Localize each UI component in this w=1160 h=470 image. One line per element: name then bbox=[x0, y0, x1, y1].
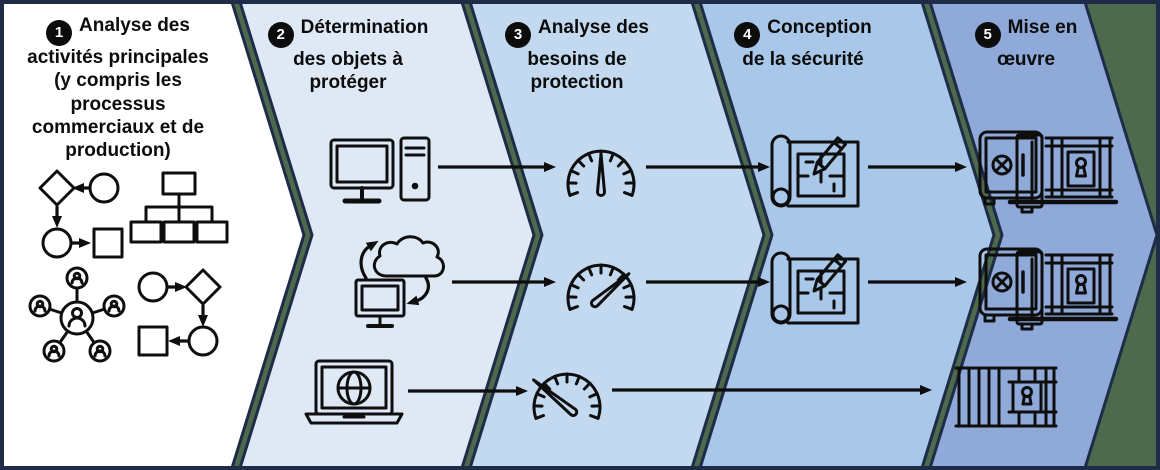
flow-arrows bbox=[408, 162, 967, 396]
step-4-number-badge: 4 bbox=[734, 22, 761, 49]
step-5-title: Mise en œuvre bbox=[996, 17, 1078, 71]
org-chart-icon bbox=[129, 171, 229, 244]
step-2-title: Détermination des objets à protéger bbox=[293, 17, 429, 94]
step-2-number-badge: 2 bbox=[267, 22, 294, 49]
cloud-sync-icon bbox=[354, 235, 445, 328]
gauge-high-icon bbox=[566, 263, 636, 311]
step-5-number-badge: 5 bbox=[974, 22, 1001, 49]
step-4-title: Conception de la sécurité bbox=[742, 17, 872, 71]
people-network-icon bbox=[28, 266, 126, 363]
gauge-medium-icon bbox=[566, 149, 636, 197]
flowchart-icon bbox=[38, 169, 124, 259]
step-3-title: Analyse des besoins de protection bbox=[527, 17, 649, 94]
gauge-low-icon bbox=[532, 372, 602, 420]
flowchart-reverse-icon bbox=[137, 268, 222, 357]
step-3-number-badge: 3 bbox=[505, 22, 532, 49]
laptop-globe-icon bbox=[304, 359, 404, 425]
step-1-number-badge: 1 bbox=[46, 20, 73, 47]
desktop-computer-icon bbox=[329, 136, 431, 204]
step-1-title: Analyse des activités principales (y com… bbox=[27, 15, 209, 161]
